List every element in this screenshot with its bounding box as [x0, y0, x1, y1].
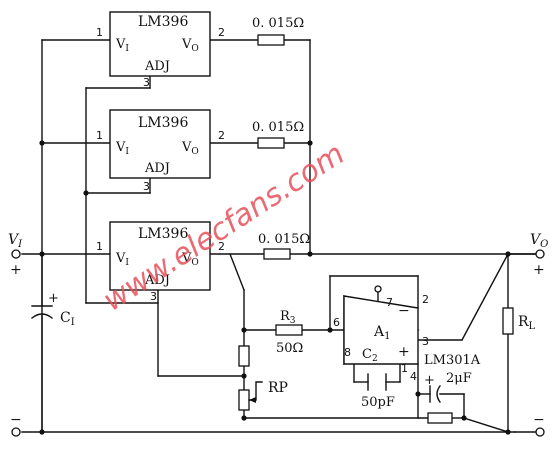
svg-text:3: 3: [143, 180, 150, 193]
svg-text:VO: VO: [181, 140, 199, 157]
svg-text:1: 1: [96, 26, 103, 39]
regulator-3-adj: ADJ: [144, 273, 170, 288]
capacitor-c1: + CI: [31, 291, 75, 433]
regulator-1-adj: ADJ: [144, 59, 170, 74]
opamp-a1: A1 − + 7 2 3 6 8 1 4 LM301A: [333, 285, 481, 383]
svg-text:2: 2: [218, 26, 225, 39]
svg-text:2: 2: [218, 129, 225, 142]
svg-text:3: 3: [143, 76, 150, 89]
svg-text:50pF: 50pF: [361, 395, 395, 410]
svg-text:50Ω: 50Ω: [276, 341, 303, 356]
svg-text:VO: VO: [530, 232, 548, 250]
svg-text:+: +: [424, 373, 435, 388]
junction-dots: [39, 140, 511, 435]
svg-text:1: 1: [96, 129, 103, 142]
svg-text:RL: RL: [518, 314, 536, 332]
resistor-r3: R3 50Ω: [275, 309, 303, 356]
svg-text:3: 3: [422, 335, 429, 348]
svg-text:+: +: [533, 262, 545, 278]
sense-resistor-2: 0. 015Ω: [252, 120, 304, 149]
potentiometer-rp: RP: [238, 345, 288, 411]
svg-text:7: 7: [386, 296, 393, 309]
regulator-1: LM396 VI VO ADJ 1 2 3: [96, 11, 225, 89]
regulator-3: LM396 VI VO ADJ 1 2 3: [96, 221, 225, 303]
output-terminal: VO + −: [530, 232, 548, 437]
svg-text:1: 1: [96, 240, 103, 253]
input-terminal: VI + −: [8, 232, 23, 437]
svg-text:0. 015Ω: 0. 015Ω: [252, 16, 304, 31]
svg-text:3: 3: [150, 290, 157, 303]
svg-text:−: −: [10, 412, 22, 428]
svg-text:VO: VO: [181, 251, 199, 268]
svg-text:R3: R3: [280, 309, 296, 326]
regulator-2-adj: ADJ: [144, 161, 170, 176]
svg-text:−: −: [398, 303, 410, 319]
svg-text:VI: VI: [8, 232, 23, 250]
svg-text:1: 1: [401, 362, 408, 375]
svg-text:+: +: [10, 262, 22, 278]
svg-text:6: 6: [333, 316, 340, 329]
svg-text:2: 2: [422, 293, 429, 306]
capacitor-2uf: + 2μF: [424, 371, 472, 403]
svg-text:2: 2: [218, 240, 225, 253]
sense-resistor-3: 0. 015Ω: [258, 232, 310, 260]
svg-text:+: +: [48, 291, 59, 306]
svg-text:A1: A1: [373, 324, 391, 342]
load-resistor-rl: RL: [502, 307, 536, 335]
svg-text:C2: C2: [362, 347, 378, 364]
svg-text:0. 015Ω: 0. 015Ω: [252, 120, 304, 135]
regulator-1-part: LM396: [138, 14, 188, 30]
svg-text:−: −: [533, 412, 545, 428]
opamp-part: LM301A: [424, 353, 481, 368]
svg-text:2μF: 2μF: [446, 371, 472, 386]
svg-text:VI: VI: [115, 140, 129, 157]
capacitor-c2: C2 50pF: [361, 347, 395, 410]
sense-resistor-1: 0. 015Ω: [252, 16, 304, 46]
svg-text:VI: VI: [115, 37, 129, 54]
svg-text:CI: CI: [60, 310, 75, 328]
svg-text:+: +: [398, 344, 410, 360]
svg-text:VO: VO: [181, 37, 199, 54]
svg-text:0. 015Ω: 0. 015Ω: [258, 232, 310, 247]
lower-resistor: [427, 412, 453, 424]
regulator-2-part: LM396: [138, 115, 188, 131]
regulator-3-part: LM396: [138, 226, 188, 242]
svg-text:RP: RP: [268, 380, 288, 396]
svg-text:VI: VI: [115, 251, 129, 268]
svg-text:8: 8: [344, 346, 351, 359]
regulator-2: LM396 VI VO ADJ 1 2 3: [96, 109, 225, 193]
svg-text:4: 4: [410, 370, 417, 383]
